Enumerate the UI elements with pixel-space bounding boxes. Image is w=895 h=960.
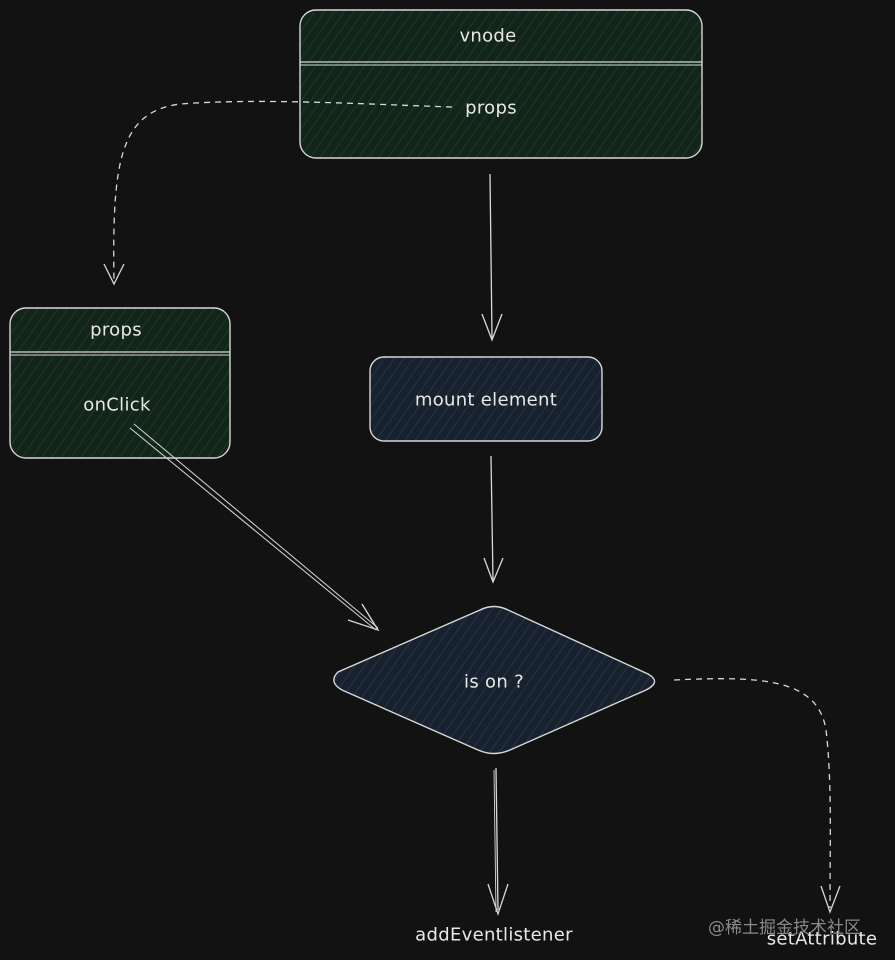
arrow-onclick-to-decision-2: [133, 423, 379, 629]
set-attribute-label: setAttribute: [766, 928, 878, 950]
arrow-decision-to-addeventlistener-2: [493, 769, 497, 913]
watermark: @稀土掘金技术社区: [708, 918, 861, 938]
add-event-listener-label: addEventlistener: [415, 924, 573, 946]
arrow-vnode-to-mount: [489, 173, 493, 339]
props-onclick-field: onClick: [83, 394, 151, 416]
arrowhead-decision: [483, 557, 504, 584]
arrow-decision-to-addeventlistener: [495, 767, 499, 911]
mount-element-box[interactable]: [369, 356, 603, 442]
arrowhead-addeventlistener: [487, 883, 509, 917]
mount-element-label: mount element: [414, 389, 558, 411]
props-table[interactable]: [9, 307, 231, 459]
arrow-onclick-to-decision: [129, 427, 377, 631]
arrowhead-setattribute: [820, 885, 841, 914]
dashed-arrow-props: [113, 100, 453, 283]
vnode-title: vnode: [459, 25, 517, 47]
arrow-mount-to-decision: [490, 455, 494, 581]
props-title: props: [90, 319, 142, 341]
dashed-arrow-setattribute: [673, 678, 831, 909]
is-on-decision-diamond[interactable]: [333, 605, 656, 755]
decision-label: is on ?: [464, 671, 524, 693]
vnode-table[interactable]: [299, 9, 703, 159]
arrowhead-mount: [481, 313, 503, 342]
arrowhead-props: [103, 263, 125, 286]
vnode-props-field: props: [465, 97, 517, 119]
arrowhead-onclick: [347, 603, 380, 632]
